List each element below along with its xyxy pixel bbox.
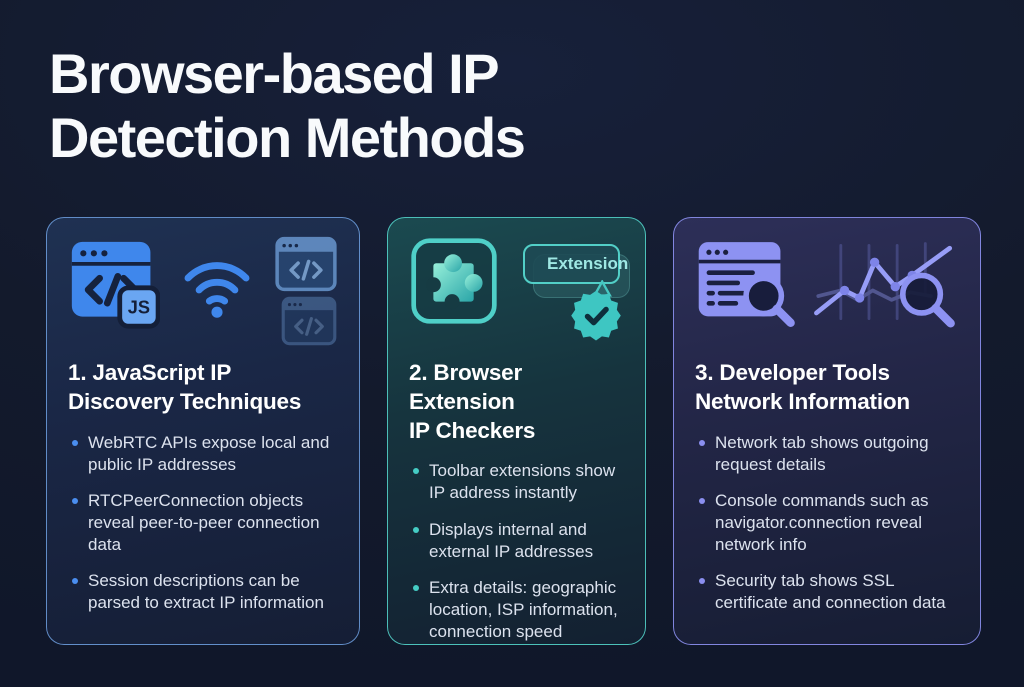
card3-heading-line1: 3. Developer Tools	[695, 360, 890, 385]
bullet-item: Extra details: geographic location, ISP …	[409, 577, 624, 643]
page-title-line1: Browser-based IP	[49, 42, 500, 105]
extension-pill: Extension	[523, 244, 628, 284]
puzzle-piece-tile-icon	[411, 238, 497, 324]
browser-code-faded-icon	[281, 296, 337, 346]
bullet-item: Session descriptions can be parsed to ex…	[68, 570, 338, 614]
card-javascript-ip-discovery: JS	[46, 217, 360, 645]
wifi-icon	[184, 262, 250, 318]
bullet-item: Security tab shows SSL certificate and c…	[695, 570, 959, 614]
card2-extension-group: Extension	[517, 236, 630, 346]
card1-icon-row: JS	[68, 236, 338, 346]
bullet-item: Toolbar extensions show IP address insta…	[409, 460, 624, 504]
card2-heading-line2: IP Checkers	[409, 417, 536, 443]
bullet-item: Network tab shows outgoing request detai…	[695, 432, 959, 476]
card1-heading: 1. JavaScript IP Discovery Techniques	[68, 359, 338, 417]
card1-small-windows	[274, 236, 338, 346]
card1-heading-line2: Discovery Techniques	[68, 388, 302, 414]
browser-code-js-icon: JS	[71, 241, 160, 329]
bullet-item: WebRTC APIs expose local and public IP a…	[68, 432, 338, 476]
verified-badge-icon	[571, 280, 621, 341]
card-browser-extension-checkers: Extension 2. Browser Extension IP Checke…	[387, 217, 646, 645]
bullet-item: Console commands such as navigator.conne…	[695, 490, 959, 556]
card1-bullet-list: WebRTC APIs expose local and public IP a…	[68, 432, 338, 615]
card-devtools-network-info: 3. Developer Tools Network Information N…	[673, 217, 981, 645]
js-badge-label: JS	[128, 298, 150, 318]
bullet-item: Displays internal and external IP addres…	[409, 519, 624, 563]
network-graph-magnifier-icon	[814, 242, 955, 328]
devtools-inspect-window-icon	[698, 242, 795, 328]
bullet-item: RTCPeerConnection objects reveal peer-to…	[68, 490, 338, 556]
method-cards: JS	[46, 217, 981, 645]
card3-icon-row	[695, 236, 959, 346]
browser-code-small-icon	[275, 236, 337, 292]
card1-heading-line1: 1. JavaScript IP	[68, 360, 232, 385]
card3-heading: 3. Developer Tools Network Information	[695, 359, 959, 417]
card3-heading-line2: Network Information	[695, 388, 910, 414]
page-title: Browser-based IP Detection Methods	[49, 42, 526, 170]
card2-heading: 2. Browser Extension IP Checkers	[409, 359, 624, 445]
card2-icon-row: Extension	[409, 236, 630, 346]
card2-bullet-list: Toolbar extensions show IP address insta…	[409, 460, 624, 643]
extension-pill-label: Extension	[547, 254, 629, 273]
card3-bullet-list: Network tab shows outgoing request detai…	[695, 432, 959, 615]
page-title-line2: Detection Methods	[49, 105, 526, 169]
card2-heading-line1: 2. Browser Extension	[409, 360, 523, 414]
